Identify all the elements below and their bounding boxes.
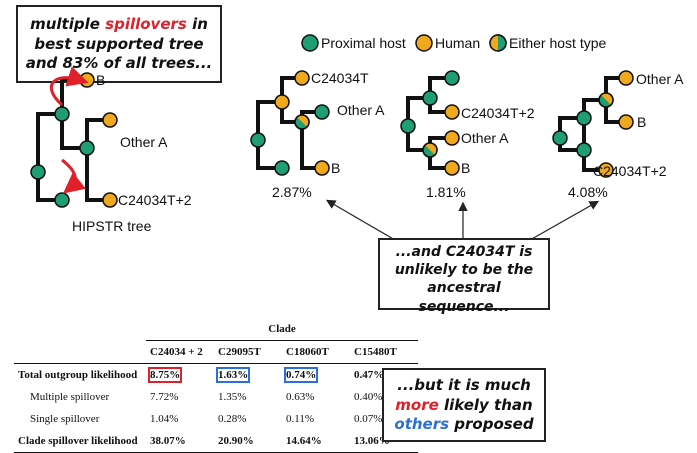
table-corner	[14, 318, 146, 341]
cell-clade-c24034: 38.07%	[150, 435, 186, 447]
table-row: Multiple spillover 7.72% 1.35% 0.63% 0.4…	[14, 386, 418, 408]
callout-bottom-text-2: likely than	[438, 395, 533, 414]
cell-multiple-c15480t: 0.40%	[354, 391, 383, 403]
cell-single-c24034: 1.04%	[150, 413, 179, 425]
legend: Proximal host Human Either host type	[301, 34, 606, 52]
legend-either-label: Either host type	[509, 35, 606, 51]
callout-bottom-more: more	[395, 395, 439, 414]
legend-human-dot	[415, 34, 433, 52]
highlight-box-blue-2: 0.74%	[283, 367, 319, 383]
table-row: Total outgroup likelihood 8.75% 1.63% 0.…	[14, 364, 418, 387]
tree-1-tip-2: Other A	[337, 102, 385, 118]
cell-multiple-c29095t: 1.35%	[218, 391, 247, 403]
tree-3-tip-1: Other A	[636, 71, 684, 87]
tree-1	[256, 76, 322, 170]
callout-text-1: multiple	[30, 15, 106, 33]
row-label-single: Single spillover	[30, 413, 100, 425]
tree-1-tip-1: C24034T	[311, 70, 369, 86]
col-header-c24034: C24034 + 2	[150, 346, 203, 358]
cell-total-c18060t: 0.74%	[282, 364, 350, 387]
table-row: Single spillover 1.04% 0.28% 0.11% 0.07%	[14, 408, 418, 430]
callout-highlight-spillovers: spillovers	[105, 15, 187, 33]
col-header-c18060t: C18060T	[286, 346, 329, 358]
tree-3	[558, 76, 626, 172]
hipstr-tip-c24034: C24034T+2	[118, 192, 192, 208]
tree-3-nodes	[552, 70, 634, 178]
legend-proximal-dot	[301, 34, 319, 52]
tree-3-mixed-node	[598, 92, 614, 108]
highlight-box-red: 8.75%	[147, 367, 183, 383]
table-group-header: Clade	[146, 318, 418, 341]
callout-spillovers: multiple spillovers in best supported tr…	[16, 5, 222, 83]
table-header-blank	[14, 341, 146, 364]
callout-bottom-others: others	[394, 415, 450, 433]
spillover-arrow-lower	[61, 158, 86, 194]
tree-2-percent: 1.81%	[426, 184, 466, 200]
tree-1-nodes	[250, 70, 330, 176]
hipstr-caption: HIPSTR tree	[72, 218, 152, 234]
cell-single-c29095t: 0.28%	[218, 413, 247, 425]
hipstr-tip-other-a: Other A	[120, 134, 168, 150]
callout-more-likely: ...but it is much more likely than other…	[382, 368, 546, 442]
tree-2-nodes	[400, 70, 460, 176]
row-label-multiple: Multiple spillover	[30, 391, 110, 403]
tree-2-tip-3: B	[461, 160, 470, 176]
tree-2-tip-1: C24034T+2	[461, 105, 535, 121]
arrow-to-tree-3	[529, 200, 600, 241]
hipstr-tip-b: B	[96, 72, 105, 88]
col-header-c15480t: C15480T	[354, 346, 397, 358]
spillover-arrow-upper	[49, 66, 89, 107]
callout-ancestral: ...and C24034T is unlikely to be the anc…	[378, 238, 550, 315]
tree-1-percent: 2.87%	[272, 184, 312, 200]
arrow-to-tree-1	[325, 199, 396, 241]
row-label-clade-spillover: Clade spillover likelihood	[18, 435, 138, 447]
tree-3-percent: 4.08%	[568, 184, 608, 200]
table-row: Clade spillover likelihood 38.07% 20.90%…	[14, 430, 418, 453]
callout-ancestral-text: ...and C24034T is unlikely to be the anc…	[394, 244, 534, 315]
callout-bottom-text-3: proposed	[449, 415, 534, 433]
callout-bottom-text-1: ...but it is much	[397, 376, 531, 394]
cell-total-c15480t: 0.47%	[354, 369, 385, 381]
cell-total-c29095t: 1.63%	[214, 364, 282, 387]
row-label-total: Total outgroup likelihood	[18, 369, 138, 381]
highlight-box-blue-1: 1.63%	[215, 367, 251, 383]
cell-clade-c15480t: 13.06%	[354, 435, 390, 447]
tree-2-mixed-node	[422, 142, 438, 158]
tree-3-tip-2: B	[637, 114, 646, 130]
likelihood-table: Clade C24034 + 2 C29095T C18060T C15480T…	[14, 318, 418, 453]
cell-clade-c18060t: 14.64%	[286, 435, 322, 447]
tree-3-tip-3: C24034T+2	[593, 163, 667, 179]
cell-clade-c29095t: 20.90%	[218, 435, 254, 447]
cell-single-c18060t: 0.11%	[286, 413, 315, 425]
cell-multiple-c24034: 7.72%	[150, 391, 179, 403]
tree-1-mixed-node	[294, 114, 310, 130]
legend-proximal-label: Proximal host	[321, 35, 406, 51]
col-header-c29095t: C29095T	[218, 346, 261, 358]
cell-single-c15480t: 0.07%	[354, 413, 383, 425]
cell-multiple-c18060t: 0.63%	[286, 391, 315, 403]
cell-total-c24034: 8.75%	[146, 364, 214, 387]
legend-either-dot	[489, 34, 507, 52]
tree-2-tip-2: Other A	[461, 130, 509, 146]
hipstr-nodes	[30, 72, 118, 208]
legend-human-label: Human	[435, 35, 480, 51]
tree-1-tip-3: B	[331, 160, 340, 176]
